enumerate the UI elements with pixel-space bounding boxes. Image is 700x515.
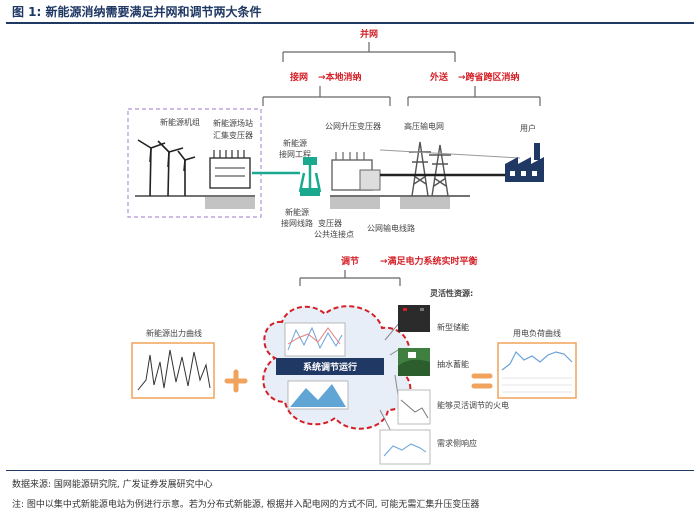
user-label: 用户 [520, 123, 536, 133]
wind-turbine-icons [137, 139, 196, 197]
output-curve-chart [131, 342, 215, 399]
transformer-label-1: 变压器 [318, 218, 342, 228]
resource-connectors [379, 321, 401, 446]
public-step-up-transformer-icon [331, 152, 381, 191]
access-line-label-1: 新能源 [285, 207, 309, 217]
transmit-label: 外送 [429, 71, 449, 83]
access-project-label-2: 接网工程 [279, 149, 311, 159]
load-curve-chart [497, 342, 577, 399]
demand-response-chart-icon [379, 429, 431, 465]
figure-title: 图 1: 新能源消纳需要满足并网和调节两大条件 [12, 5, 262, 19]
grid-and-regulation-diagram: 并网 接网 →本地消纳 外送 →跨省跨区消纳 新能源机组 新能源场站 汇集变压器… [127, 28, 577, 465]
regulation-cloud [262, 305, 412, 430]
connect-bracket [262, 86, 391, 106]
footer: 数据来源: 国网能源研究院, 广发证券发展研究中心 注: 图中以集中式新能源电站… [6, 470, 694, 510]
output-curve-label: 新能源出力曲线 [146, 328, 202, 338]
plus-icon [224, 369, 248, 393]
thermal-plant-chart-icon [397, 389, 431, 425]
resources-title: 灵活性资源: [429, 288, 473, 298]
equals-icon [471, 373, 493, 389]
transmit-bracket [407, 86, 541, 106]
regulation-arrow: →满足电力系统实时平衡 [380, 255, 478, 267]
generation-site-box [127, 108, 262, 218]
access-project-label-1: 新能源 [283, 138, 307, 148]
access-line-label-2: 接网线路 [281, 218, 313, 228]
collector-transformer-icon [209, 150, 251, 189]
factory-icon [505, 143, 544, 182]
ground-hatch [135, 195, 470, 209]
grid-title: 并网 [360, 28, 378, 40]
regulation-title: 调节 [341, 255, 359, 267]
step-up-label: 公网升压变压器 [325, 121, 381, 131]
connect-label: 接网 [290, 71, 308, 83]
resource-label-4: 需求侧响应 [437, 438, 477, 448]
annotation-note: 注: 图中以集中式新能源电站为例进行示意。若为分布式新能源, 根据并入配电网的方… [12, 500, 480, 510]
transformer-label-2: 公共连接点 [314, 229, 354, 239]
connect-arrow: →本地消纳 [318, 71, 362, 83]
source-note: 数据来源: 国网能源研究院, 广发证券发展研究中心 [12, 480, 213, 490]
hv-label: 高压输电网 [404, 121, 444, 131]
cloud-label: 系统调节运行 [303, 361, 357, 373]
transmit-arrow: →跨省跨区消纳 [458, 71, 520, 83]
resource-label-1: 新型储能 [437, 322, 469, 332]
turbine-label: 新能源机组 [160, 117, 200, 127]
figure-header: 图 1: 新能源消纳需要满足并网和调节两大条件 [6, 0, 694, 24]
collector-label-2: 汇集变压器 [213, 130, 253, 140]
regulation-bracket [299, 270, 401, 286]
step-up-transformer-icon [298, 157, 322, 196]
resource-label-2: 抽水蓄能 [437, 359, 469, 369]
battery-icon [398, 305, 430, 332]
pumped-storage-icon [398, 348, 430, 376]
public-line-label: 公网输电线路 [367, 223, 415, 233]
top-bracket [282, 42, 456, 62]
load-curve-label: 用电负荷曲线 [513, 328, 561, 338]
resource-label-3: 能够灵活调节的火电 [437, 400, 509, 410]
transmission-tower-icons [379, 141, 521, 197]
collector-label-1: 新能源场站 [213, 118, 253, 128]
